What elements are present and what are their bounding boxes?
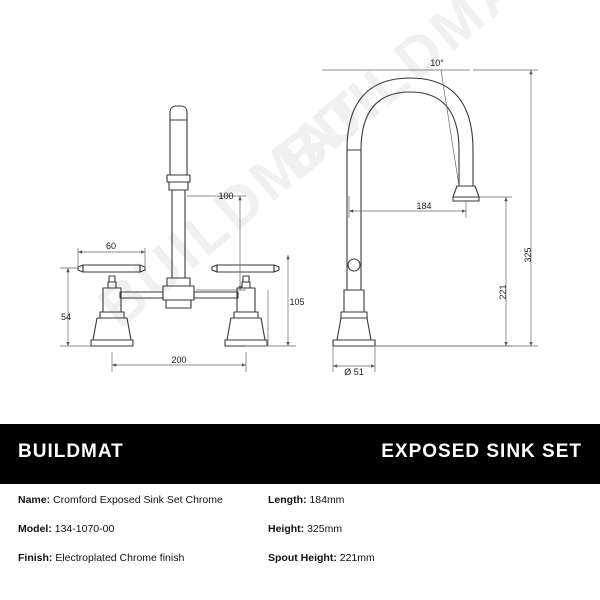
dimension-labels: 200 60 100 105 54 184 325 221 Ø 51 10° — [61, 58, 533, 377]
spec-key-spout-height: Spout Height: — [268, 552, 337, 564]
dim-325: 325 — [523, 247, 533, 262]
dim-54: 54 — [61, 312, 71, 322]
spec-column-right: Length: 184mm Height: 325mm Spout Height… — [268, 494, 375, 581]
spec-key-finish: Finish: — [18, 552, 53, 564]
spec-row: Finish: Electroplated Chrome finish — [18, 552, 223, 564]
dim-diameter-51: Ø 51 — [344, 367, 364, 377]
spec-value-name: Cromford Exposed Sink Set Chrome — [53, 494, 223, 506]
title-banner: BUILDMAT EXPOSED SINK SET — [0, 424, 600, 484]
spec-value-finish: Electroplated Chrome finish — [55, 552, 185, 564]
spec-row: Length: 184mm — [268, 494, 375, 506]
spec-value-length: 184mm — [309, 494, 345, 506]
svg-text:BUILDMAT: BUILDMAT — [267, 0, 562, 190]
front-view — [77, 105, 280, 347]
spec-value-model: 134-1070-00 — [54, 523, 115, 535]
spec-table: Name: Cromford Exposed Sink Set Chrome M… — [0, 484, 600, 600]
side-view — [332, 77, 480, 347]
dim-100: 100 — [218, 191, 233, 201]
product-title: EXPOSED SINK SET — [381, 441, 582, 462]
spec-row: Name: Cromford Exposed Sink Set Chrome — [18, 494, 223, 506]
dim-221: 221 — [498, 284, 508, 299]
spec-row: Model: 134-1070-00 — [18, 523, 223, 535]
dim-angle-10: 10° — [430, 58, 444, 68]
brand-name: BUILDMAT — [18, 441, 124, 462]
dimension-lines — [60, 69, 538, 372]
spec-value-height: 325mm — [307, 523, 343, 535]
spec-column-left: Name: Cromford Exposed Sink Set Chrome M… — [18, 494, 223, 581]
spec-key-length: Length: — [268, 494, 307, 506]
dim-200: 200 — [171, 355, 186, 365]
dim-60: 60 — [106, 241, 116, 251]
spec-value-spout-height: 221mm — [339, 552, 375, 564]
watermark: BUILDMAT BUILDMAT — [87, 0, 562, 340]
dim-184: 184 — [416, 201, 431, 211]
spec-key-name: Name: — [18, 494, 51, 506]
spec-key-height: Height: — [268, 523, 305, 535]
spec-row: Height: 325mm — [268, 523, 375, 535]
technical-drawing: BUILDMAT BUILDMAT — [60, 0, 562, 377]
dim-105: 105 — [289, 297, 304, 307]
spec-row: Spout Height: 221mm — [268, 552, 375, 564]
spec-key-model: Model: — [18, 523, 52, 535]
